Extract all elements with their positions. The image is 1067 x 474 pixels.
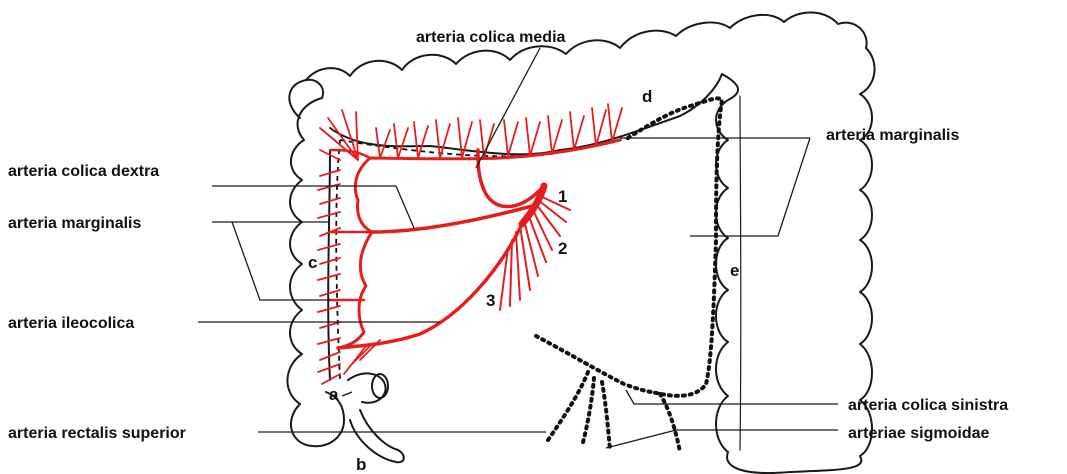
- sigmoid-artery-2-dotted: [582, 378, 594, 446]
- label-marginalis-right: arteria marginalis: [826, 127, 960, 144]
- label-colica-media: arteria colica media: [416, 29, 566, 46]
- sigmoid-artery-3-dotted: [602, 382, 610, 450]
- descending-colon-seam: [740, 96, 741, 450]
- sigmoid-artery-4-dotted: [660, 394, 680, 452]
- letter-b: b: [356, 455, 366, 474]
- number-2: 2: [558, 239, 567, 258]
- letter-a: a: [329, 385, 339, 404]
- label-ileocolica: arteria ileocolica: [8, 315, 134, 332]
- right-colic-artery: [372, 206, 532, 232]
- label-rectalis-superior: arteria rectalis superior: [8, 425, 186, 442]
- ileum-appendix: [348, 373, 404, 462]
- letter-c: c: [308, 253, 317, 272]
- leader-lines: [198, 48, 838, 448]
- label-marginalis-left: arteria marginalis: [8, 215, 142, 232]
- transverse-colon-upper-wall: [306, 12, 867, 80]
- label-sigmoidae: arteriae sigmoidae: [848, 425, 990, 442]
- label-colica-dextra: arteria colica dextra: [8, 163, 159, 180]
- letter-e: e: [730, 261, 739, 280]
- ascending-marginal-arcade: [338, 232, 372, 348]
- label-colica-sinistra: arteria colica sinistra: [848, 397, 1008, 414]
- sigmoid-artery-1-dotted: [548, 372, 588, 440]
- descending-colon-bottom: [727, 452, 861, 473]
- leader-a: [342, 392, 352, 396]
- ascending-colon-inner-wall: [328, 150, 330, 380]
- mesenteric-edge-ascending: [336, 140, 340, 380]
- arteries-red: [318, 104, 622, 384]
- transverse-colon-lower-wall: [330, 74, 722, 154]
- number-1: 1: [558, 187, 567, 206]
- number-3: 3: [486, 291, 495, 310]
- descending-colon-outer-wall: [860, 48, 875, 456]
- letter-d: d: [642, 87, 652, 106]
- marginal-artery-dotted: [628, 98, 722, 395]
